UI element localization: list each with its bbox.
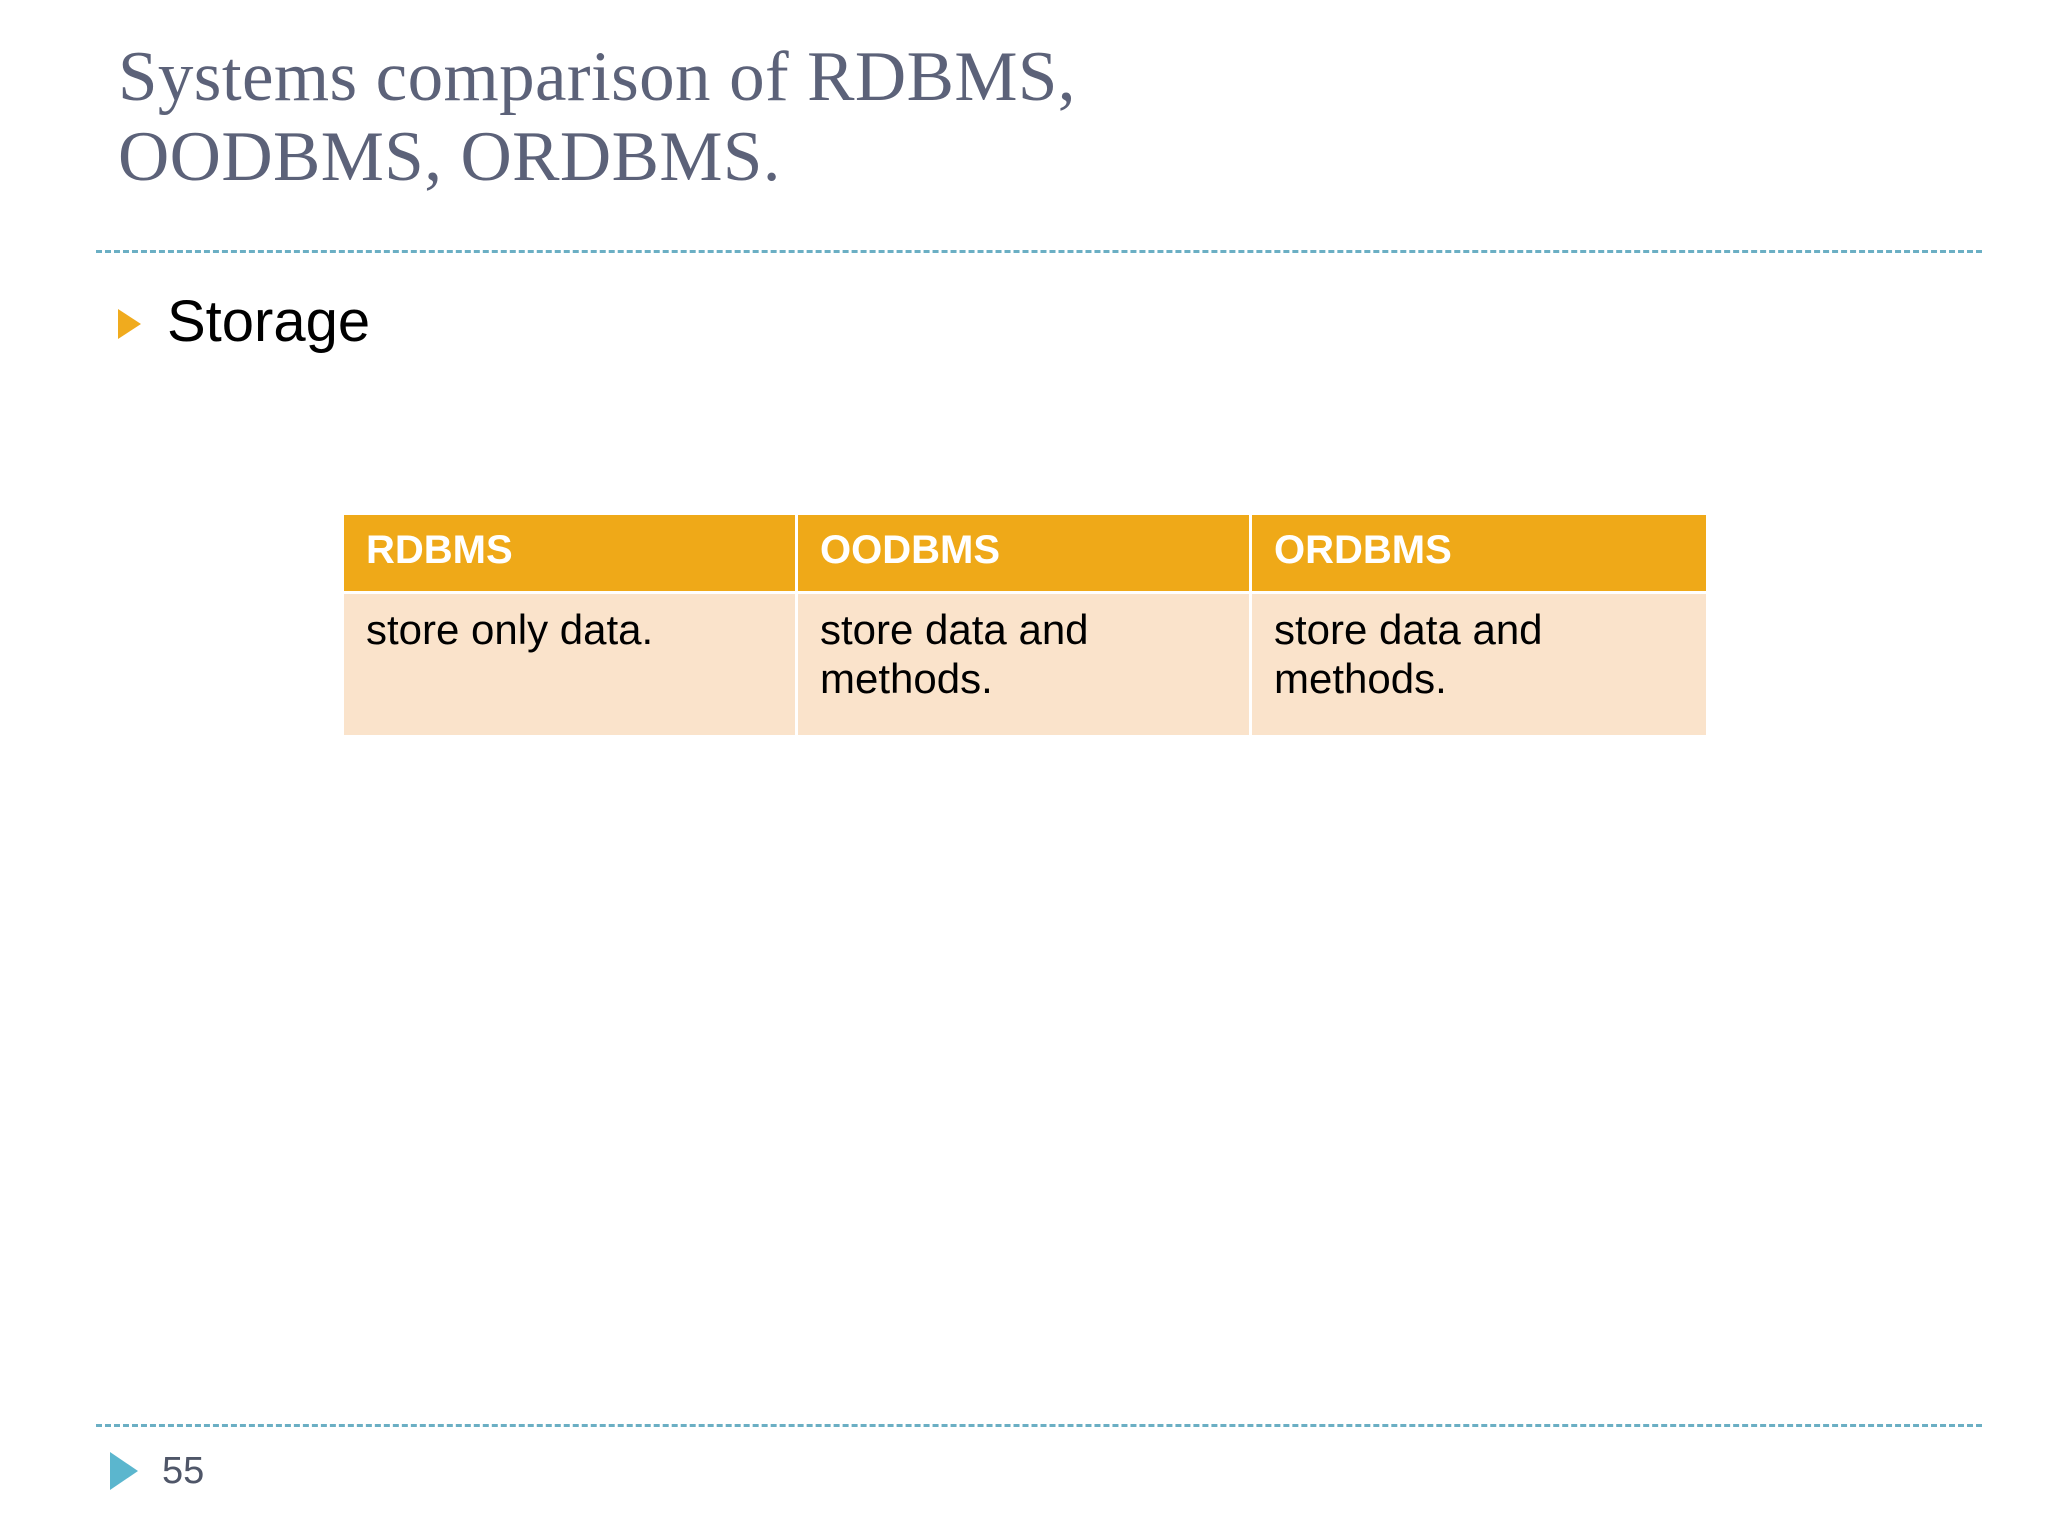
bullet-item-storage: Storage	[118, 289, 371, 354]
slide-footer: 55	[110, 1452, 204, 1490]
table-header-row: RDBMS OODBMS ORDBMS	[344, 515, 1706, 594]
footer-divider	[96, 1424, 1982, 1427]
table-header-cell-rdbms: RDBMS	[344, 515, 798, 594]
page-title-line-2: OODBMS, ORDBMS.	[118, 117, 781, 196]
table-row: store only data. store data and methods.…	[344, 594, 1706, 735]
table-cell-rdbms-storage: store only data.	[344, 594, 798, 735]
comparison-table: RDBMS OODBMS ORDBMS store only data. sto…	[344, 515, 1706, 735]
table-cell-oodbms-storage: store data and methods.	[798, 594, 1252, 735]
title-divider	[96, 250, 1982, 253]
page-title-line-1: Systems comparison of RDBMS,	[118, 38, 1076, 116]
table-header-cell-ordbms: ORDBMS	[1252, 515, 1706, 594]
bullet-item-label: Storage	[167, 289, 371, 354]
triangle-right-icon	[118, 309, 141, 340]
table-cell-ordbms-storage: store data and methods.	[1252, 594, 1706, 735]
table-header: RDBMS OODBMS ORDBMS	[344, 515, 1706, 594]
triangle-right-icon	[110, 1452, 138, 1490]
table-body: store only data. store data and methods.…	[344, 594, 1706, 735]
table-header-cell-oodbms: OODBMS	[798, 515, 1252, 594]
page-number: 55	[162, 1450, 205, 1492]
page-title: Systems comparison of RDBMS, OODBMS, ORD…	[118, 38, 1918, 197]
